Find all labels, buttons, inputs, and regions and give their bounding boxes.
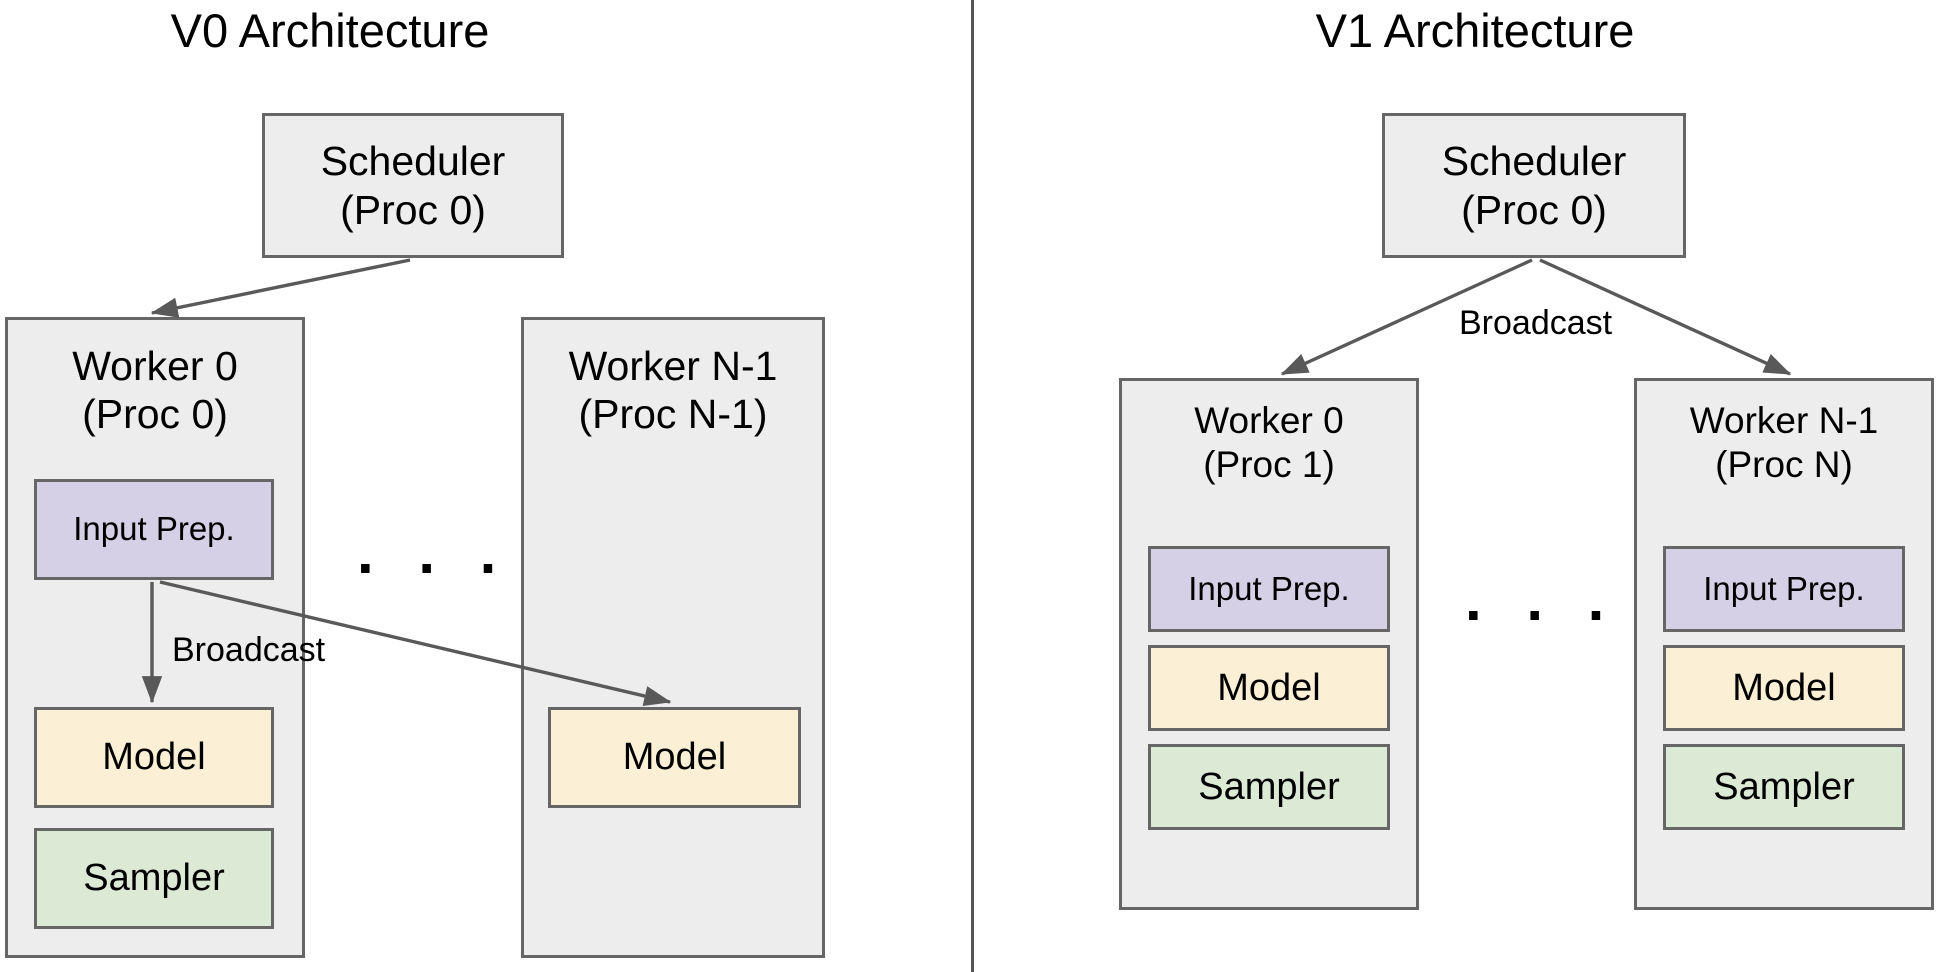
v0-edge-scheduler-to-worker0 (150, 258, 411, 318)
v1-worker-n-sampler-label: Sampler (1713, 765, 1855, 808)
v1-worker-n-model-label: Model (1732, 666, 1836, 709)
v1-worker-0-input-prep-label: Input Prep. (1188, 569, 1350, 607)
v0-ellipsis: . . . (357, 519, 511, 586)
v1-scheduler-label: Scheduler (Proc 0) (1441, 138, 1627, 233)
v0-worker-0-input-prep-label: Input Prep. (73, 510, 235, 548)
v1-worker-n-input-prep-box: Input Prep. (1663, 546, 1905, 632)
v1-worker-n-box: Worker N-1 (Proc N) (1634, 378, 1934, 910)
v0-panel-title: V0 Architecture (170, 4, 490, 57)
v1-worker-0-box: Worker 0 (Proc 1) (1119, 378, 1419, 910)
v1-panel-title: V1 Architecture (1315, 4, 1635, 57)
v1-ellipsis: . . . (1465, 566, 1619, 633)
v0-scheduler-label: Scheduler (Proc 0) (320, 138, 506, 233)
v0-scheduler-box: Scheduler (Proc 0) (262, 113, 564, 258)
v0-worker-0-input-prep-box: Input Prep. (34, 479, 274, 580)
v1-worker-0-title: Worker 0 (Proc 1) (1194, 400, 1344, 485)
v1-worker-n-input-prep-label: Input Prep. (1703, 569, 1865, 607)
v1-broadcast-edge-label: Broadcast (1459, 304, 1613, 342)
panel-divider (971, 0, 974, 972)
v1-worker-n-sampler-box: Sampler (1663, 744, 1905, 830)
v0-worker-n-title: Worker N-1 (Proc N-1) (568, 343, 778, 438)
v0-worker-0-sampler-box: Sampler (34, 828, 274, 929)
v0-worker-n-model-box: Model (548, 707, 801, 808)
v1-worker-0-model-box: Model (1148, 645, 1390, 731)
v1-worker-0-sampler-box: Sampler (1148, 744, 1390, 830)
v0-worker-0-sampler-label: Sampler (83, 857, 225, 900)
v1-worker-0-input-prep-box: Input Prep. (1148, 546, 1390, 632)
v0-worker-0-title: Worker 0 (Proc 0) (72, 343, 238, 438)
v1-worker-n-title: Worker N-1 (Proc N) (1689, 400, 1879, 485)
v1-scheduler-box: Scheduler (Proc 0) (1382, 113, 1686, 258)
v0-worker-n-model-label: Model (622, 736, 727, 779)
v0-worker-0-model-label: Model (102, 736, 206, 779)
v0-broadcast-edge-label: Broadcast (172, 631, 326, 669)
v1-worker-0-sampler-label: Sampler (1198, 765, 1340, 808)
v1-worker-n-model-box: Model (1663, 645, 1905, 731)
v0-worker-0-model-box: Model (34, 707, 274, 808)
v0-worker-n-box: Worker N-1 (Proc N-1) (521, 317, 825, 958)
v1-worker-0-model-label: Model (1217, 666, 1321, 709)
